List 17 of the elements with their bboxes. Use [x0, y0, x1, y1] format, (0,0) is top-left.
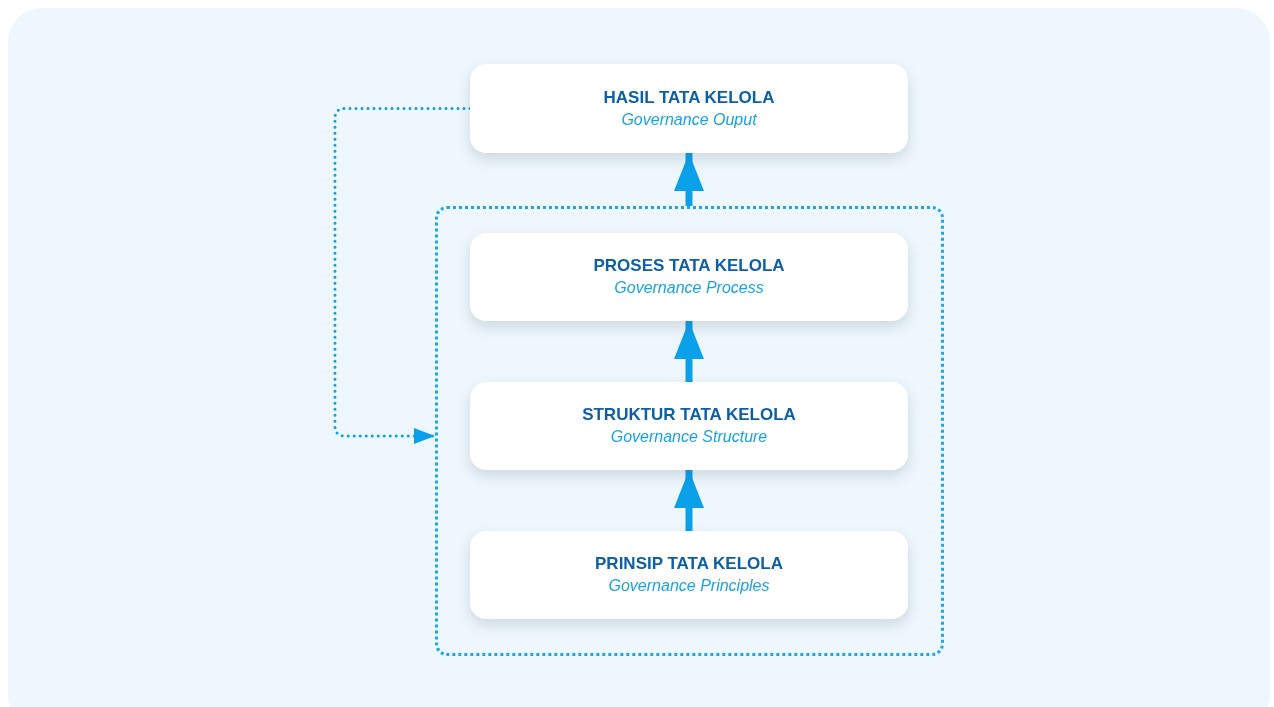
level-title: PRINSIP TATA KELOLA [595, 553, 783, 575]
level-title: HASIL TATA KELOLA [603, 86, 775, 109]
level-subtitle: Governance Principles [608, 576, 770, 596]
level-card [470, 382, 908, 470]
level-title: PROSES TATA KELOLA [593, 255, 785, 277]
level-card [470, 233, 908, 321]
up-arrow [674, 470, 704, 531]
level-subtitle: Governance Structure [610, 427, 768, 447]
dotted-feedback-arrow [333, 107, 472, 444]
level-card [470, 64, 908, 153]
level-subtitle: Governance Ouput [621, 109, 757, 130]
dotted-group-frame [435, 206, 944, 656]
level-subtitle: Governance Process [614, 278, 764, 298]
up-arrow [674, 321, 704, 382]
level-card [470, 531, 908, 619]
level-title: STRUKTUR TATA KELOLA [582, 404, 796, 426]
up-arrow [674, 153, 704, 206]
